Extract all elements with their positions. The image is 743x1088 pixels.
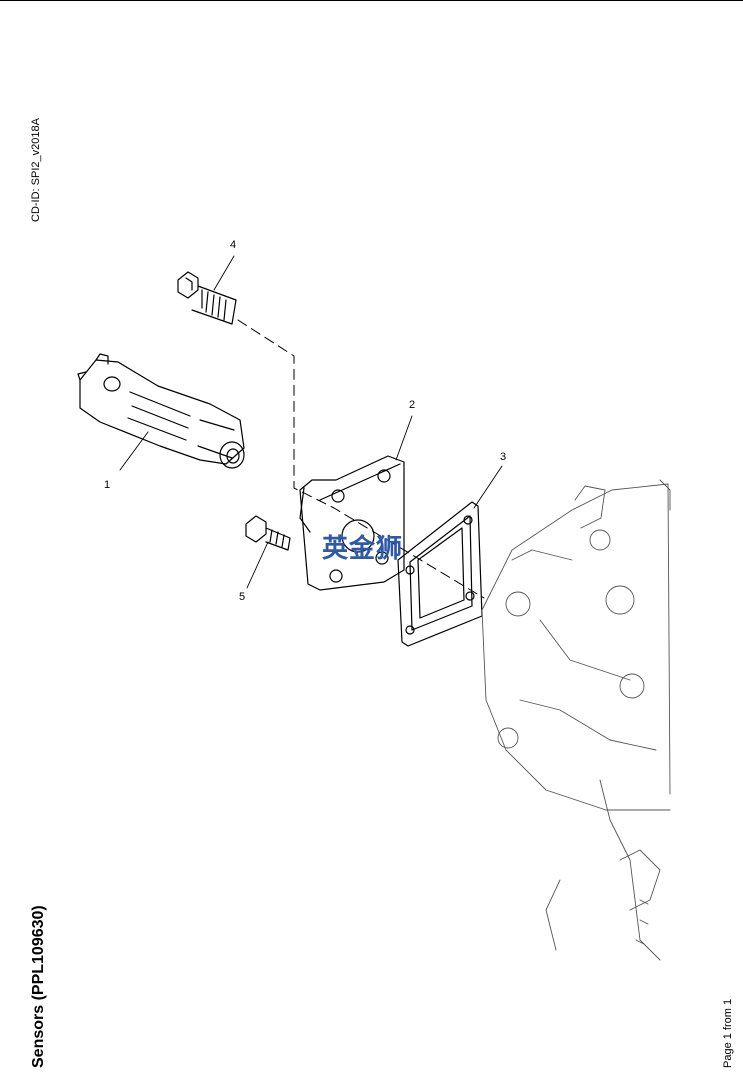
part-2-flange <box>299 455 405 591</box>
part-3-gasket <box>397 501 483 647</box>
top-border-line <box>0 0 743 1</box>
callout-2: 2 <box>409 399 415 411</box>
part-4-bolt <box>177 271 237 325</box>
watermark-logo: 英金狮 <box>322 534 404 564</box>
part-1-sensor <box>77 353 245 469</box>
callout-4: 4 <box>230 239 236 251</box>
alignment-dash-line <box>237 319 485 599</box>
engine-housing <box>481 479 671 961</box>
callout-1: 1 <box>104 479 110 491</box>
callout-5: 5 <box>239 591 245 603</box>
callout-3: 3 <box>500 451 506 463</box>
leader-lines <box>119 255 503 589</box>
part-5-bolt <box>245 515 291 551</box>
